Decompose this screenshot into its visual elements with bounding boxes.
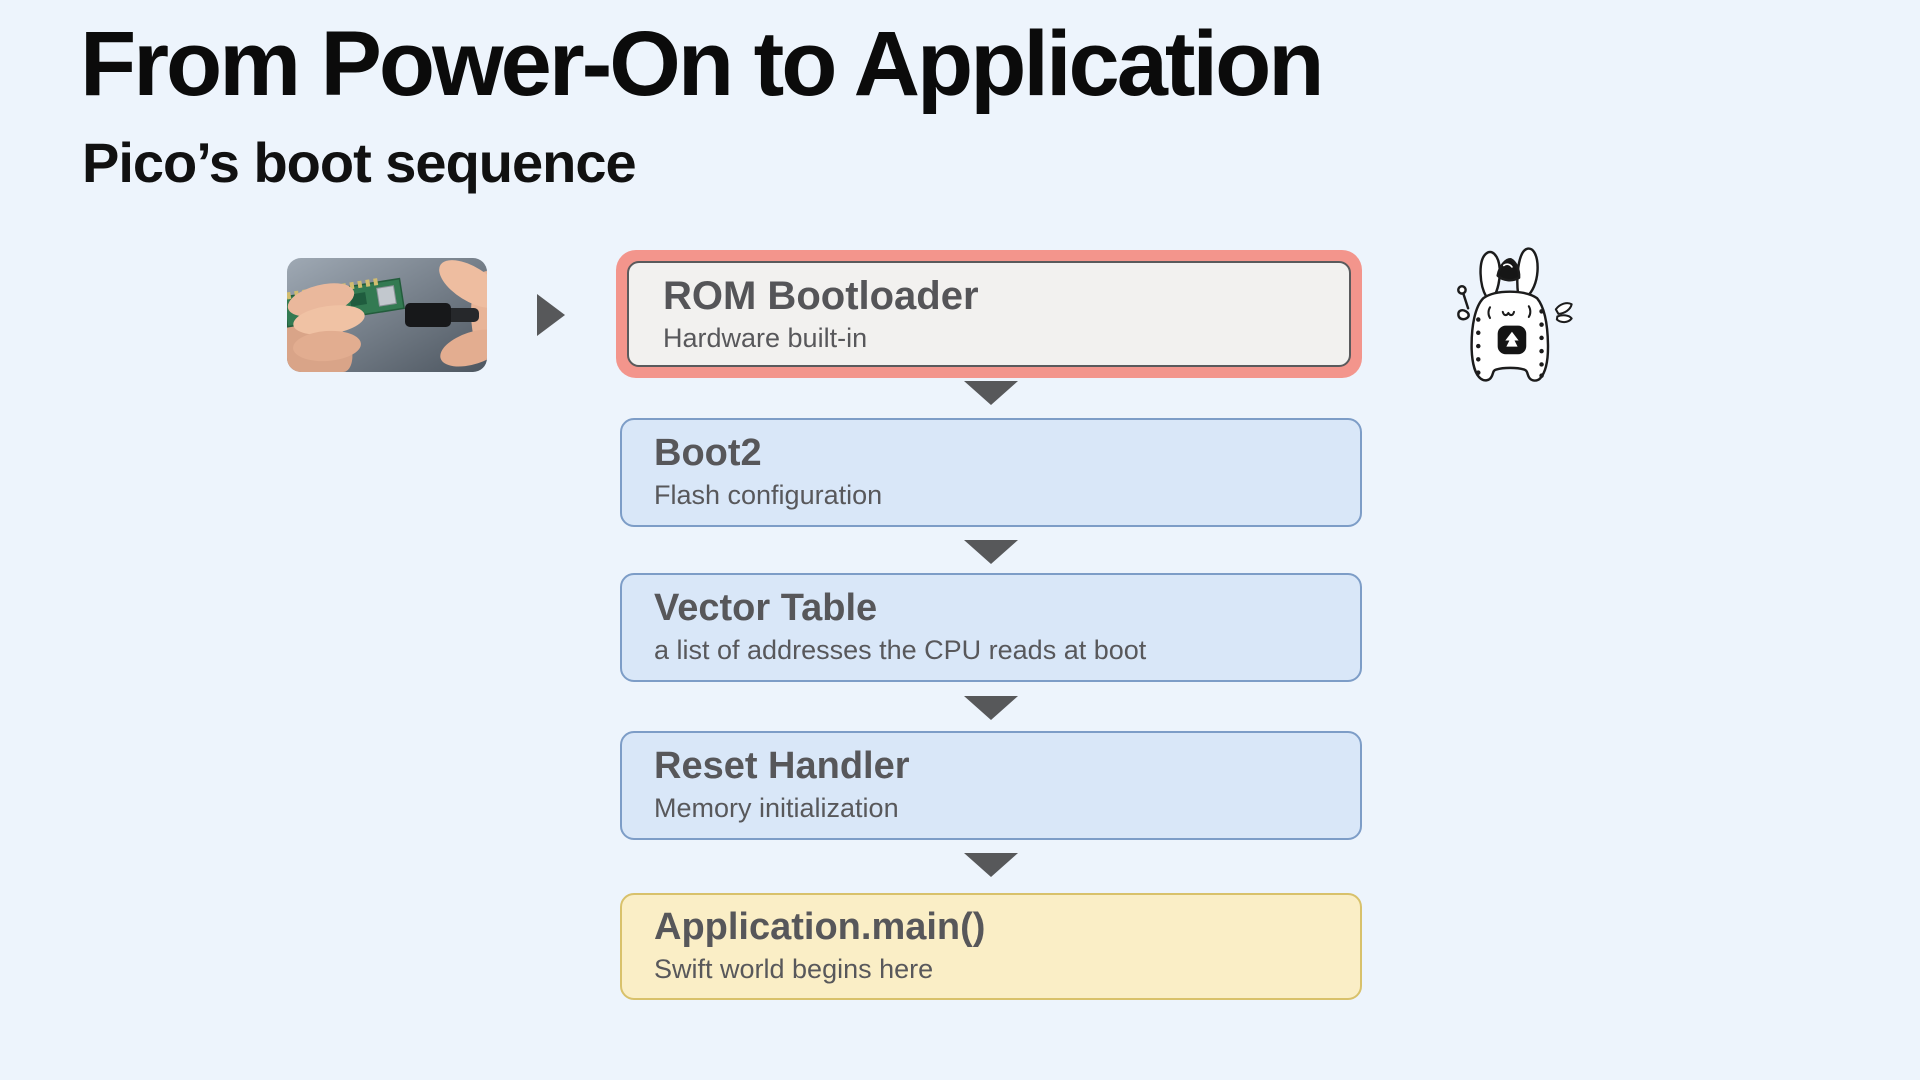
- step-reset-handler: Reset Handler Memory initialization: [620, 731, 1362, 840]
- down-arrow-icon: [964, 540, 1018, 564]
- step-title: Reset Handler: [654, 745, 910, 788]
- step-subtitle: Hardware built-in: [663, 322, 868, 353]
- step-subtitle: Swift world begins here: [654, 953, 934, 984]
- step-title: Vector Table: [654, 587, 878, 630]
- down-arrow-icon: [964, 853, 1018, 877]
- page-title: From Power-On to Application: [80, 13, 1324, 115]
- step-title: ROM Bootloader: [663, 273, 979, 318]
- step-vector-table: Vector Table a list of addresses the CPU…: [620, 573, 1362, 682]
- pico-usb-photo-illustration: [287, 258, 487, 372]
- step-title: Application.main(): [654, 906, 986, 949]
- step-application-main: Application.main() Swift world begins he…: [620, 893, 1362, 1000]
- pico-rabbit-mascot: [1457, 247, 1573, 382]
- page-subtitle: Pico’s boot sequence: [82, 131, 637, 194]
- step-subtitle: Flash configuration: [654, 479, 883, 510]
- pico-usb-photo: [287, 258, 487, 372]
- down-arrow-icon: [964, 696, 1018, 720]
- down-arrow-icon: [964, 381, 1018, 405]
- step-boot2: Boot2 Flash configuration: [620, 418, 1362, 527]
- step-rom-bootloader-inner: ROM Bootloader Hardware built-in: [627, 261, 1351, 367]
- forward-arrow-icon: [537, 294, 565, 336]
- step-subtitle: Memory initialization: [654, 792, 899, 823]
- step-rom-bootloader: ROM Bootloader Hardware built-in: [616, 250, 1362, 378]
- step-title: Boot2: [654, 432, 762, 475]
- step-subtitle: a list of addresses the CPU reads at boo…: [654, 634, 1147, 665]
